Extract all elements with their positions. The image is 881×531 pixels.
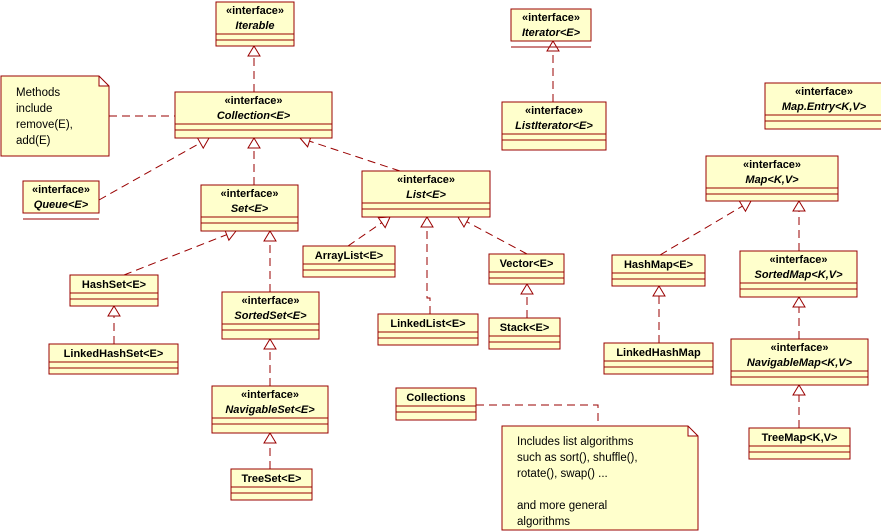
class-set: «interface» Set<E> [200,184,299,232]
edge-list-collection [299,134,401,172]
class-iterator: «interface» Iterator<E> [510,8,592,48]
stereotype-label: «interface» [397,174,455,186]
class-name: NavigableSet<E> [225,404,315,416]
class-name: NavigableMap<K,V> [747,357,853,369]
stereotype-label: «interface» [743,159,801,171]
class-name: Collections [406,392,465,404]
class-name: Queue<E> [34,199,89,211]
stereotype-label: «interface» [770,342,828,354]
class-name: Collection<E> [217,110,291,122]
class-navigable-map: «interface» NavigableMap<K,V> [730,338,869,386]
class-map-entry: «interface» Map.Entry<K,V> [764,82,881,130]
class-name: TreeMap<K,V> [762,432,838,444]
class-linked-hash-set: LinkedHashSet<E> [48,343,179,375]
note-line: remove(E), [16,119,73,131]
edge-note-algorithms-collections [476,404,599,426]
edge-hashset-set [123,228,237,276]
stereotype-label: «interface» [525,105,583,117]
stereotype-label: «interface» [220,188,278,200]
edge-collection-iterable [247,45,261,92]
class-sorted-set: «interface» SortedSet<E> [221,291,320,340]
class-name: Stack<E> [500,322,550,334]
edge-linkedhashmap-hashmap [652,285,666,343]
class-name: Iterable [235,20,274,32]
stereotype-label: «interface» [795,86,853,98]
edge-treeset-navigableset [263,432,277,469]
class-name: TreeSet<E> [242,473,302,485]
edge-arraylist-list [347,216,391,247]
class-stack: Stack<E> [488,317,561,350]
note-line: Includes list algorithms [517,436,634,448]
class-name: Set<E> [231,203,269,215]
class-tree-map: TreeMap<K,V> [748,427,851,460]
note-line: algorithms [517,516,570,528]
class-hash-set: HashSet<E> [69,274,159,307]
edge-sortedset-set [263,230,277,292]
note-line: include [16,103,52,115]
class-map: «interface» Map<K,V> [705,155,839,202]
note-line: Methods [16,87,60,99]
edge-listiterator-iterator [546,40,560,102]
stereotype-label: «interface» [224,95,282,107]
note-line: add(E) [16,135,51,147]
class-list-iterator: «interface» ListIterator<E> [501,101,607,151]
class-name: ListIterator<E> [515,120,593,132]
class-name: HashSet<E> [82,279,146,291]
edge-queue-collection [98,137,210,201]
class-vector: Vector<E> [488,253,565,285]
note-line: and more general [517,500,607,512]
stereotype-label: «interface» [769,254,827,266]
stereotype-label: «interface» [522,12,580,24]
edge-linkedlist-list [420,216,434,314]
class-name: List<E> [406,189,446,201]
note-algorithms: Includes list algorithms such as sort(), … [501,425,699,531]
class-queue: «interface» Queue<E> [22,180,100,220]
class-name: LinkedHashSet<E> [64,348,164,360]
class-name: SortedSet<E> [234,310,307,322]
class-name: LinkedHashMap [616,347,701,359]
class-collections: Collections [395,387,477,421]
edge-treemap-navigablemap [792,384,806,428]
note-line: rotate(), swap() ... [517,468,608,480]
class-tree-set: TreeSet<E> [230,468,313,501]
edge-navigablemap-sortedmap [792,296,806,339]
class-name: Vector<E> [500,258,554,270]
class-hash-map: HashMap<E> [611,254,706,287]
class-name: Map<K,V> [745,174,799,186]
class-linked-hash-map: LinkedHashMap [603,342,714,375]
class-linked-list: LinkedList<E> [377,313,479,346]
edge-vector-list [457,215,528,255]
class-name: SortedMap<K,V> [754,269,843,281]
edge-hashmap-map [659,200,752,256]
class-sorted-map: «interface» SortedMap<K,V> [739,250,858,298]
class-name: Map.Entry<K,V> [782,101,867,113]
edge-linkedhashset-hashset [107,305,121,344]
class-list: «interface» List<E> [361,170,491,218]
class-name: ArrayList<E> [315,250,383,262]
edge-stack-vector [520,283,534,318]
stereotype-label: «interface» [32,184,90,196]
edge-navigableset-sortedset [263,338,277,386]
note-methods: Methods include remove(E), add(E) [0,75,110,157]
edge-sortedmap-map [792,200,806,251]
stereotype-label: «interface» [241,295,299,307]
class-collection: «interface» Collection<E> [174,91,333,139]
stereotype-label: «interface» [241,389,299,401]
class-name: LinkedList<E> [390,318,465,330]
class-iterable: «interface» Iterable [215,1,295,47]
class-array-list: ArrayList<E> [302,245,396,278]
class-navigable-set: «interface» NavigableSet<E> [211,385,329,434]
stereotype-label: «interface» [226,5,284,17]
note-line: such as sort(), shuffle(), [517,452,638,464]
class-name: Iterator<E> [522,27,581,39]
edge-set-collection [247,137,261,185]
class-name: HashMap<E> [624,259,693,271]
